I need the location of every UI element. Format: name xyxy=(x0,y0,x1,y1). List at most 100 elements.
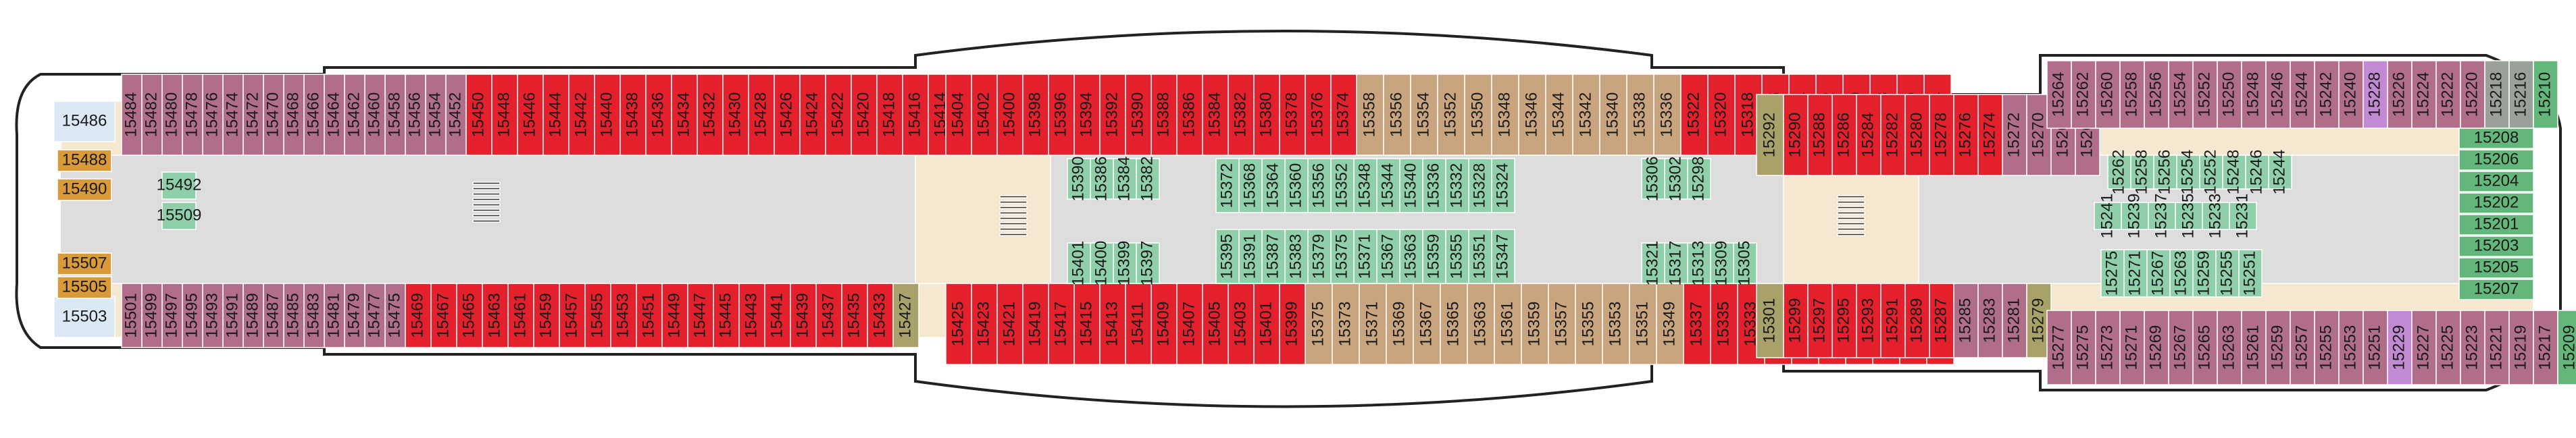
stairs-icon xyxy=(999,233,1028,236)
cabin-15355: 15355 xyxy=(1447,234,1465,279)
cabin xyxy=(2363,310,2388,385)
cabin xyxy=(1856,94,1882,176)
cabin-15248: 15248 xyxy=(2244,72,2262,117)
cabin xyxy=(1440,283,1468,365)
cabin-15288: 15288 xyxy=(1810,113,1828,158)
cabin xyxy=(1136,158,1160,200)
cabin xyxy=(1807,94,1833,176)
cabin xyxy=(482,283,509,348)
cabin-15371: 15371 xyxy=(1355,234,1373,279)
cabin-15401: 15401 xyxy=(1069,241,1087,286)
cabin-15259: 15259 xyxy=(2268,325,2286,371)
cabin-15207 xyxy=(2458,279,2534,300)
cabin xyxy=(892,283,919,348)
stairs-icon xyxy=(1837,227,1865,231)
cabin-15376: 15376 xyxy=(1308,92,1326,138)
stairs-icon xyxy=(999,222,1028,225)
cabin-15472: 15472 xyxy=(243,92,261,138)
cabin xyxy=(405,283,432,348)
cabin xyxy=(851,74,878,156)
cabin xyxy=(661,283,688,348)
cabin xyxy=(1253,283,1280,365)
cabin xyxy=(1783,94,1809,176)
cabin xyxy=(2435,310,2461,385)
cabin xyxy=(2238,249,2263,298)
cabin-15470: 15470 xyxy=(263,92,282,138)
cabin-15374: 15374 xyxy=(1334,92,1352,138)
cabin-15443: 15443 xyxy=(742,293,760,338)
stairs-icon xyxy=(1837,217,1865,220)
cabin-15269: 15269 xyxy=(2146,325,2165,371)
cabin-15455: 15455 xyxy=(588,293,606,338)
cabin xyxy=(2222,155,2246,190)
cabin-15390: 15390 xyxy=(1069,157,1087,202)
stairs-icon xyxy=(472,187,501,190)
cabin-15436: 15436 xyxy=(649,92,667,138)
cabin-15219: 15219 xyxy=(2511,325,2529,371)
cabin xyxy=(2268,155,2292,190)
cabin-15484: 15484 xyxy=(122,92,140,138)
cabin-15254: 15254 xyxy=(2171,72,2189,117)
stairs-icon xyxy=(999,206,1028,209)
cabin-15493: 15493 xyxy=(203,293,221,338)
cabin-15450: 15450 xyxy=(469,92,487,138)
cabin-15254: 15254 xyxy=(2178,150,2196,195)
stairs-icon xyxy=(472,203,501,207)
cabin xyxy=(2229,202,2257,230)
cabin-15290: 15290 xyxy=(1786,113,1804,158)
cabin-15480: 15480 xyxy=(162,92,180,138)
cabin-15435: 15435 xyxy=(844,293,863,338)
cabin xyxy=(841,283,868,348)
cabin-15433: 15433 xyxy=(870,293,888,338)
cabin-15372: 15372 xyxy=(1217,163,1236,209)
cabin-15321: 15321 xyxy=(1643,241,1661,286)
cabin xyxy=(799,74,826,156)
cabin-15352: 15352 xyxy=(1441,92,1459,138)
cabin xyxy=(161,74,183,156)
cabin xyxy=(1305,74,1332,156)
cabin-15208 xyxy=(2458,128,2534,149)
cabin xyxy=(645,74,672,156)
cabin-15253: 15253 xyxy=(2341,325,2359,371)
cabin xyxy=(2508,310,2534,385)
cabin-15439: 15439 xyxy=(793,293,811,338)
cabin xyxy=(1977,283,2003,358)
cabin-15404: 15404 xyxy=(949,92,967,138)
cabin-15453: 15453 xyxy=(613,293,632,338)
cabin xyxy=(2071,310,2096,385)
cabin-15217: 15217 xyxy=(2535,325,2554,371)
cabin-15279: 15279 xyxy=(2029,298,2047,344)
cabin-15399: 15399 xyxy=(1115,241,1133,286)
stairs-icon xyxy=(472,209,501,212)
cabin xyxy=(2290,60,2315,129)
cabin-15340: 15340 xyxy=(1401,163,1419,209)
cabin xyxy=(1468,158,1492,213)
cabin-15283: 15283 xyxy=(1980,298,1998,344)
cabin-15309: 15309 xyxy=(1712,241,1730,286)
cabin xyxy=(1215,229,1240,284)
cabin-15486 xyxy=(53,101,116,142)
cabin-15263: 15263 xyxy=(2171,251,2190,296)
cabin-15242: 15242 xyxy=(2317,72,2335,117)
cabin-15509: 15509 xyxy=(157,206,202,224)
cabin xyxy=(344,283,365,348)
cabin-15351: 15351 xyxy=(1633,302,1651,347)
cabin-15363: 15363 xyxy=(1471,302,1489,347)
cabin xyxy=(1305,283,1333,365)
cabin xyxy=(1521,283,1549,365)
cabin-15295: 15295 xyxy=(1834,298,1852,344)
cabin xyxy=(1880,283,1906,358)
cabin-15413: 15413 xyxy=(1103,302,1121,347)
stairs-icon xyxy=(999,227,1028,231)
cabin-15359: 15359 xyxy=(1525,302,1543,347)
cabin-15336: 15336 xyxy=(1657,92,1675,138)
cabin-15507: 15507 xyxy=(62,254,107,272)
cabin-15457: 15457 xyxy=(562,293,580,338)
cabin-15405: 15405 xyxy=(1205,302,1223,347)
cabin-15244: 15244 xyxy=(2270,150,2288,195)
cabin xyxy=(1151,283,1178,365)
cabin xyxy=(1445,229,1469,284)
cabin xyxy=(1279,283,1306,365)
cabin-15461: 15461 xyxy=(511,293,529,338)
stairs-icon xyxy=(999,195,1028,198)
